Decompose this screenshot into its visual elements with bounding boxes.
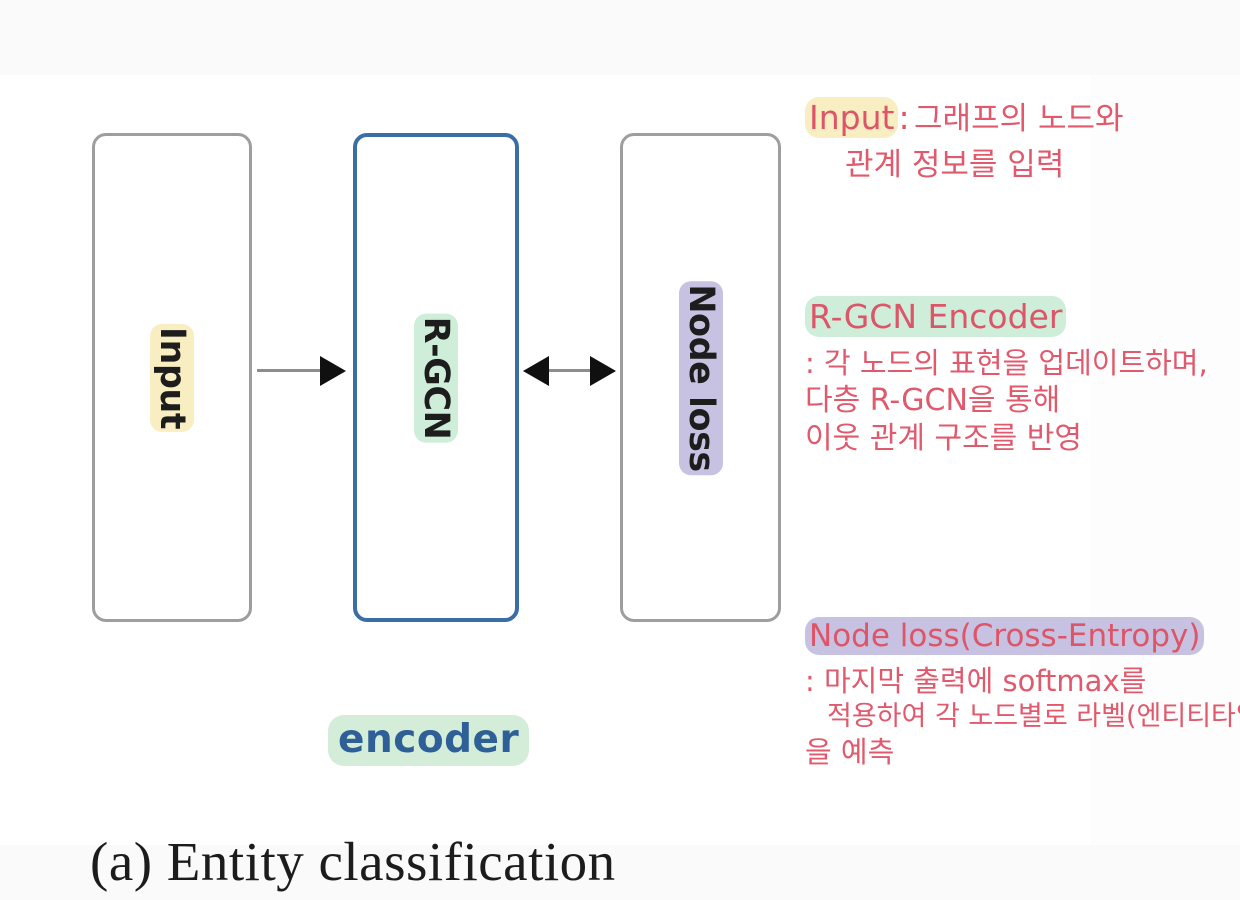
annotation-input-heading-row: Input: 그래프의 노드와 (805, 97, 1240, 140)
input-label-text: Input (150, 323, 194, 432)
figure-diagram: Input R-GCN Node loss encoder (a) En (0, 75, 800, 892)
annotation-input-line-2: 관계 정보를 입력 (845, 146, 1065, 183)
diagram-box-node-loss: Node loss (620, 133, 781, 622)
annotation-encoder-line-2: 다층 R-GCN을 통해 (805, 383, 1061, 419)
annotation-encoder-line-1: : 각 노드의 표현을 업데이트하며, (805, 345, 1208, 380)
arrow-shaft (257, 369, 332, 372)
annotation-encoder: R-GCN Encoder : 각 노드의 표현을 업데이트하며, 다층 R-G… (805, 296, 1240, 459)
annotation-node-loss-line-3: 을 예측 (805, 735, 895, 770)
annotation-node-loss-heading: Node loss(Cross-Entropy) (805, 617, 1205, 655)
arrow-shaft (534, 369, 606, 372)
diagram-box-rgcn-label: R-GCN (414, 313, 458, 442)
annotation-input-colon: : (898, 98, 910, 137)
annotation-input-heading: Input (805, 97, 899, 138)
annotation-encoder-heading: R-GCN Encoder (805, 296, 1067, 337)
annotation-node-loss-heading-row: Node loss(Cross-Entropy) (805, 617, 1240, 655)
annotation-input-line-1: 그래프의 노드와 (914, 101, 1124, 137)
figure-caption: (a) Entity classification (90, 831, 616, 892)
annotation-encoder-heading-row: R-GCN Encoder (805, 296, 1240, 337)
annotation-node-loss-line-1: : 마지막 출력에 softmax를 (805, 663, 1147, 698)
arrow-head-right (590, 356, 616, 386)
encoder-label: encoder (328, 715, 530, 766)
diagram-box-node-loss-label: Node loss (678, 280, 723, 475)
annotation-encoder-line-3: 이웃 관계 구조를 반영 (805, 421, 1083, 457)
annotation-input: Input: 그래프의 노드와 관계 정보를 입력 (805, 97, 1240, 185)
rgcn-label-text: R-GCN (414, 313, 458, 442)
handwritten-annotations: Input: 그래프의 노드와 관계 정보를 입력 R-GCN Encoder … (805, 0, 1240, 900)
annotation-node-loss: Node loss(Cross-Entropy) : 마지막 출력에 softm… (805, 617, 1240, 771)
annotation-node-loss-line-2: 적용하여 각 노드별로 라벨(엔티티타입) (827, 700, 1240, 732)
node-loss-label-text: Node loss (678, 280, 723, 475)
arrow-head-right (320, 356, 346, 386)
arrow-head-left (523, 356, 549, 386)
diagram-box-input-label: Input (150, 323, 194, 432)
diagram-box-rgcn: R-GCN (353, 133, 519, 622)
paper-background-right (1090, 75, 1240, 845)
diagram-box-input: Input (92, 133, 252, 622)
